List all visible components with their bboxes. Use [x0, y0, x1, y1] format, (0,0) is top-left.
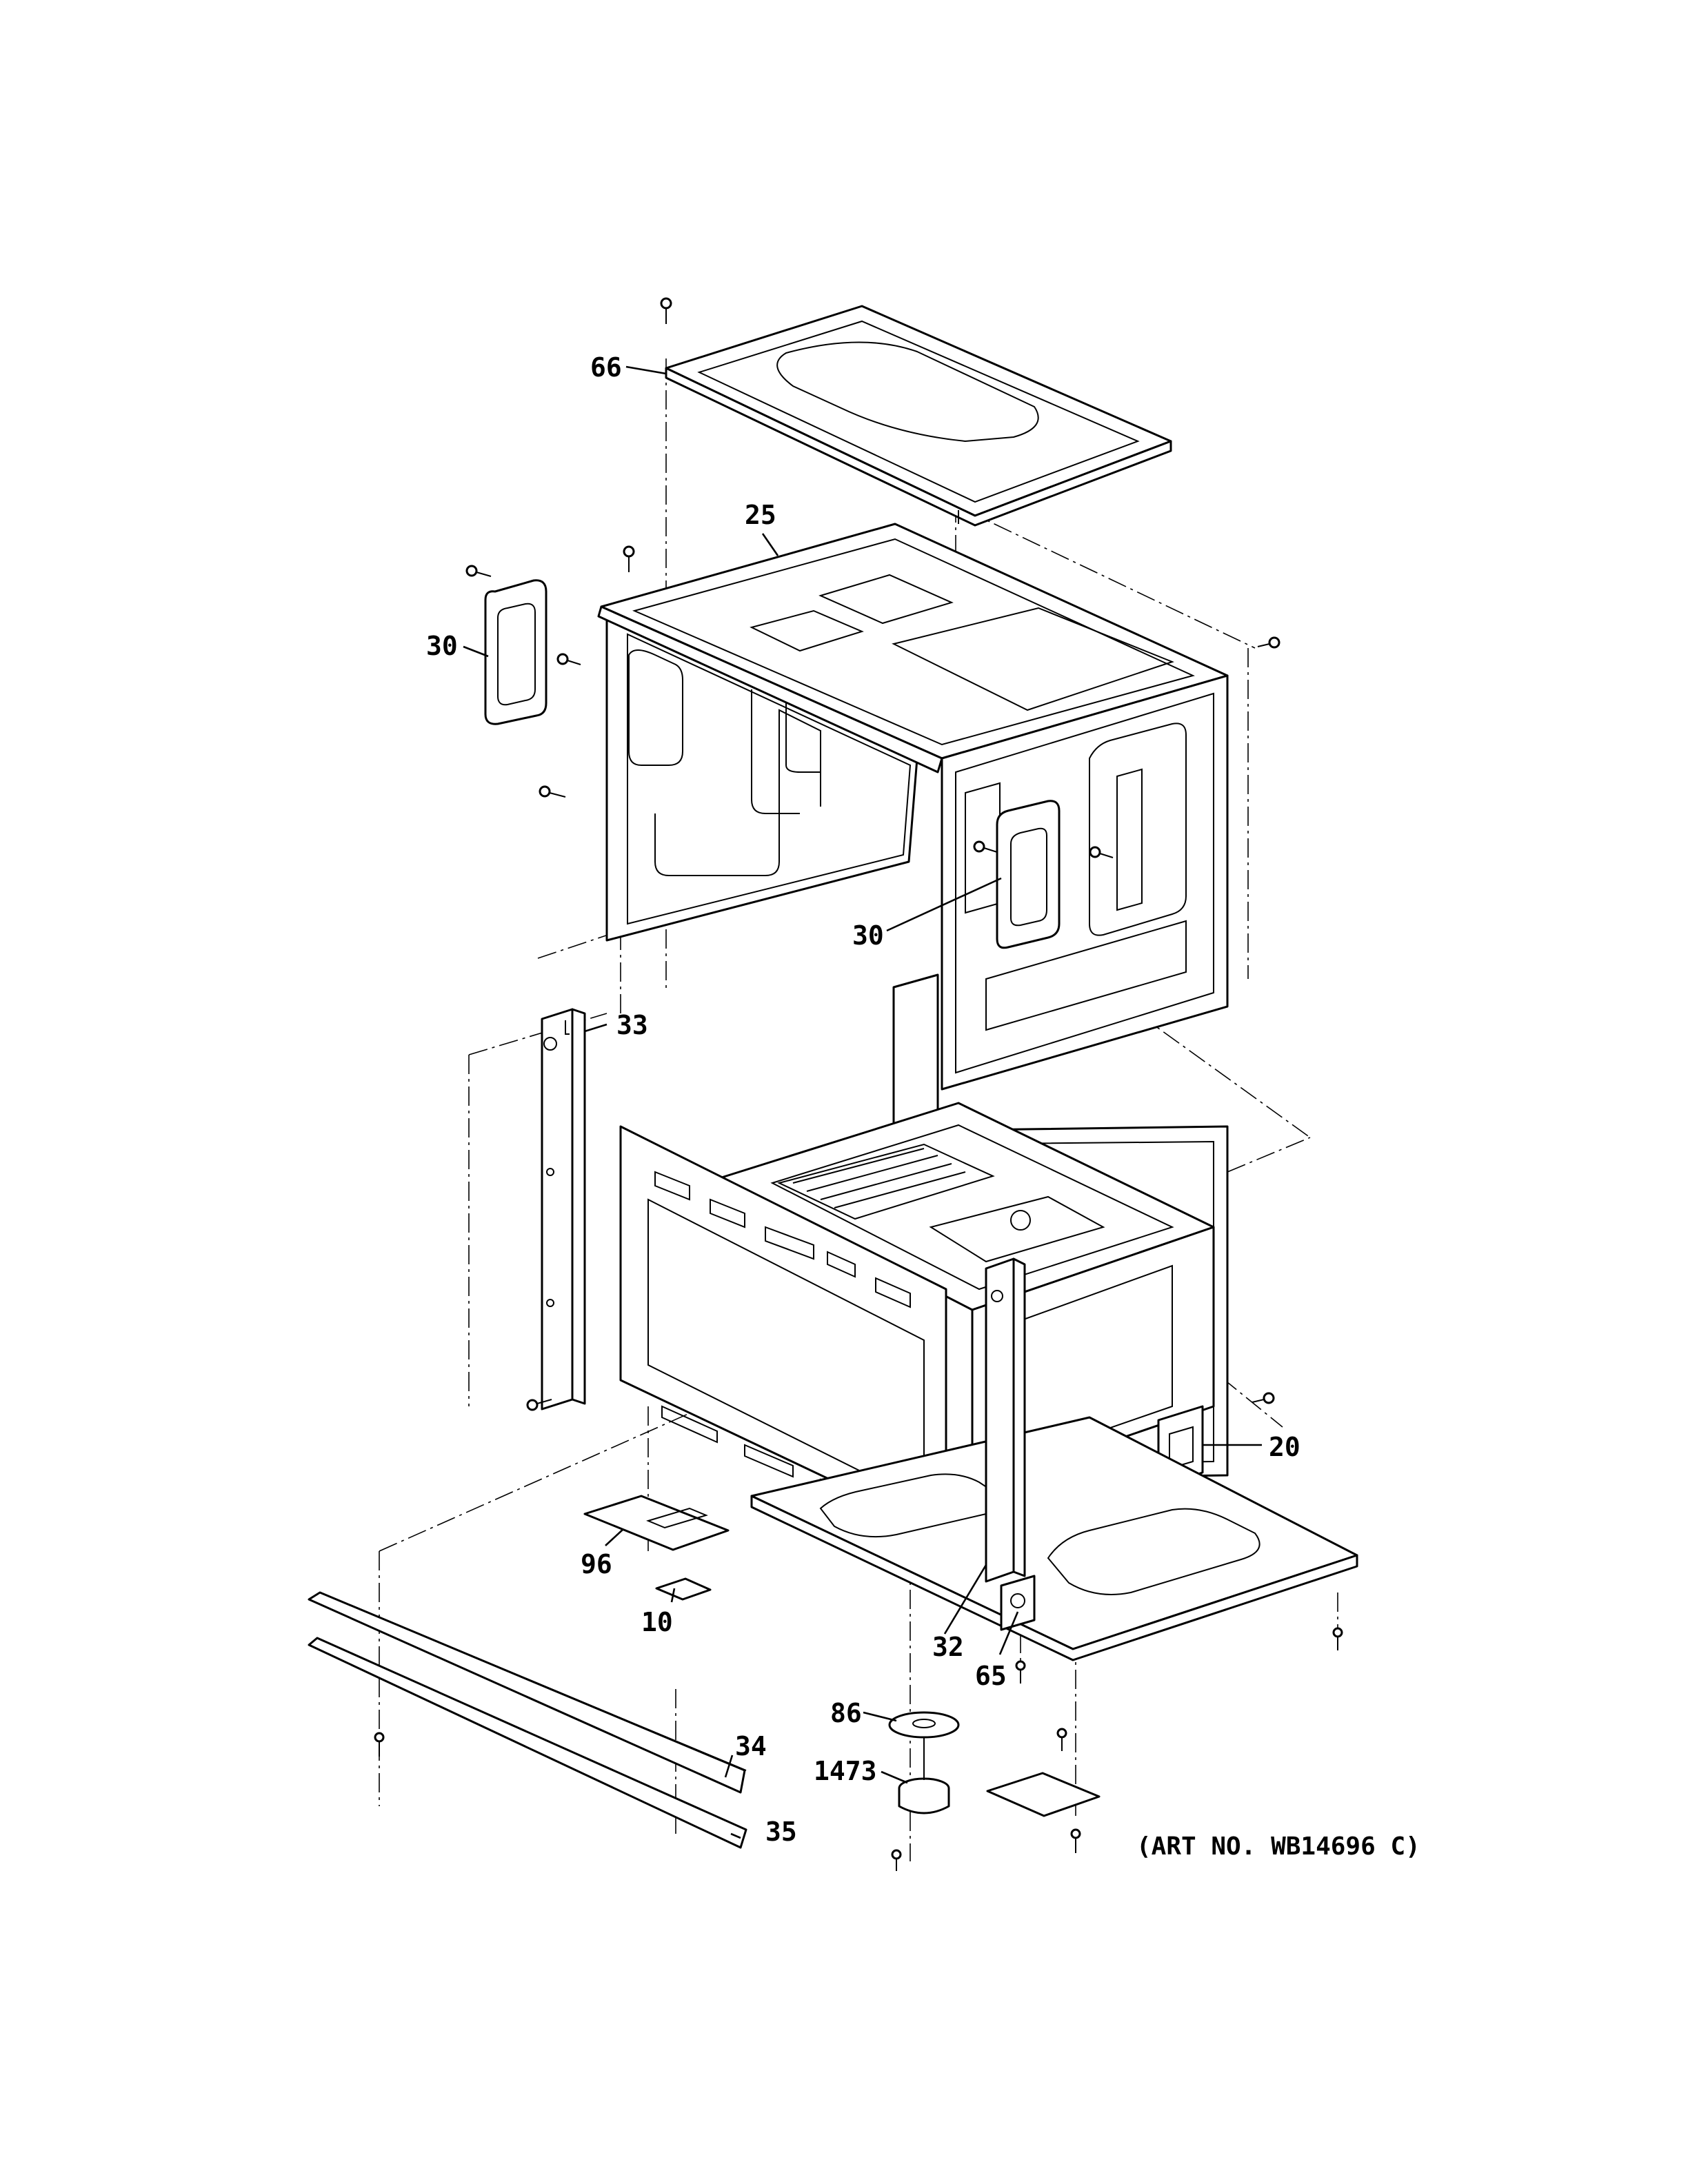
- side-bracket-part-33: [541, 1008, 586, 1410]
- plate-part-96: [583, 1495, 730, 1551]
- screw-icon: [556, 653, 581, 665]
- callout-20: 20: [1269, 1432, 1300, 1462]
- callout-labels: 66 25 30 30 33 20 96 10 32 65 86 1473 34…: [426, 352, 1300, 1847]
- screw-icon: [1257, 636, 1280, 649]
- callout-35: 35: [765, 1817, 797, 1847]
- screw-icon: [374, 1732, 385, 1757]
- trim-strip-part-34: [308, 1591, 747, 1794]
- screw-icon: [539, 785, 566, 798]
- gasket-part-30-left: [484, 579, 547, 725]
- gasket-part-30-right: [996, 800, 1061, 949]
- oven-cavity-assembly: [716, 973, 1229, 1490]
- front-post-part-32: [985, 1257, 1026, 1583]
- top-panel-part-66: [665, 305, 1172, 527]
- callout-1473: 1473: [814, 1756, 877, 1786]
- screw-icon: [973, 840, 998, 853]
- leader-lines: [463, 365, 1262, 1839]
- screw-icon: [1015, 1660, 1026, 1684]
- screw-icon: [526, 1399, 552, 1411]
- trim-strip-part-35: [308, 1637, 747, 1849]
- art-number: (ART NO. WB14696 C): [1136, 1832, 1420, 1861]
- screw-icon: [660, 297, 672, 324]
- screw-icon: [1070, 1828, 1081, 1853]
- stirrer-part-86: [888, 1711, 960, 1739]
- callout-30-left: 30: [426, 631, 458, 661]
- callout-30-right: 30: [852, 920, 884, 951]
- callout-96: 96: [581, 1549, 612, 1579]
- callout-33: 33: [616, 1010, 648, 1040]
- callout-34: 34: [735, 1731, 767, 1761]
- screw-icon: [465, 565, 492, 577]
- screw-icon: [1056, 1728, 1067, 1751]
- screw-icon: [891, 1849, 902, 1871]
- callout-10: 10: [641, 1607, 673, 1637]
- screw-icon: [623, 545, 635, 572]
- callout-32: 32: [932, 1632, 964, 1662]
- cover-plate: [986, 1772, 1101, 1817]
- screw-icon: [1252, 1392, 1275, 1404]
- plate-part-10: [655, 1577, 712, 1601]
- screw-icon: [1332, 1627, 1343, 1650]
- callout-65: 65: [975, 1661, 1007, 1691]
- motor-part-1473: [898, 1737, 950, 1814]
- screw-icon: [1089, 846, 1114, 858]
- upper-cabinet-wrapper-part-25: [597, 523, 1229, 1091]
- callout-25: 25: [745, 500, 776, 530]
- callout-86: 86: [830, 1698, 862, 1728]
- bracket-part-65: [1000, 1575, 1036, 1631]
- callout-66: 66: [590, 352, 622, 383]
